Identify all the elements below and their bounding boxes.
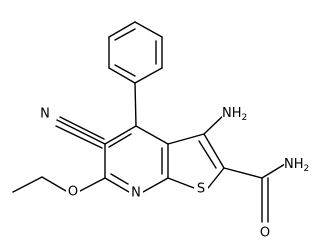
pyridine-bond-c3a-c4 [135,125,169,145]
pyridine-inner-bond-c6-n [110,173,129,185]
atom-label-layer: NH2 NH2 O N S O N [38,104,309,242]
thiophene-bond-c3a-c3 [167,133,205,145]
ether-o-bond [79,177,106,192]
phenyl-link-bond [134,82,137,127]
ring-s-label: S [197,182,205,197]
amino-label-main: NH [222,106,242,121]
label-mask-amide-n [284,155,308,173]
amide-n-bond [261,163,286,179]
thiophene-bond-s-c7a [167,177,195,189]
thiophene-bond-c2-s [207,167,225,189]
pyridine-bond-c6-n [104,177,130,193]
pyridine-bond-c4-c5 [104,125,137,145]
phenyl-bond-1 [108,21,136,38]
label-mask-ring-n [129,185,143,201]
nitrile-bond-b [55,125,103,149]
phenyl-inner-bond-3 [114,64,136,77]
oxo-label: O [260,226,270,241]
ethyl-bond-1 [41,176,67,192]
nitrile-n-label: N [40,107,50,122]
pyridine-bond-n-c7a [142,177,169,193]
ethyl-bond-2 [12,176,43,193]
amide-n-label-main: NH [284,157,304,172]
label-mask-oxo [258,224,272,242]
label-mask-ring-s [194,181,208,197]
nitrile-bond-c [59,116,105,140]
amino-label-subscript: 2 [242,113,248,123]
amide-n-label-subscript: 2 [304,164,310,174]
amino-label: NH2 [222,106,247,123]
label-mask-ether-o [66,184,80,200]
amide-n-label: NH2 [284,157,309,174]
label-mask-amino [222,104,246,122]
phenyl-bond-4 [134,67,163,84]
ether-o-label: O [68,185,78,200]
amide-carbon-bond [223,167,263,179]
phenyl-inner-bond-1 [114,28,136,41]
phenyl-bond-2 [134,21,163,38]
ring-n-label: N [131,186,141,201]
phenyl-bond-5 [108,67,136,84]
bond-layer [12,21,286,223]
thiophene-bond-c3-c2 [203,133,225,169]
label-mask-nitrile-n [38,106,52,122]
thiophene-inner-bond-c3-c2 [198,140,217,169]
pyridine-inner-bond-c4-c5 [108,133,132,148]
nitrile-bond-a [56,119,106,145]
